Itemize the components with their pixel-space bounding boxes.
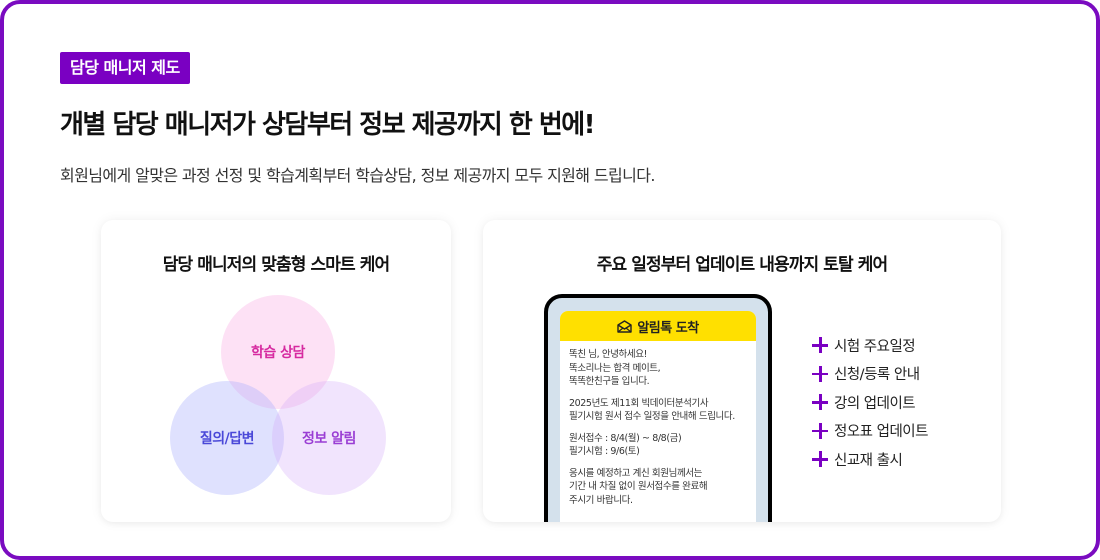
card-title: 주요 일정부터 업데이트 내용까지 토탈 케어: [596, 255, 888, 275]
message-paragraph: 원서접수 : 8/4(월) ~ 8/8(금) 필기시험 : 9/6(토): [569, 432, 747, 459]
checklist-label: 신청/등록 안내: [834, 367, 920, 384]
venn-circle-counseling: 학습 상담: [221, 295, 335, 409]
checklist-item: 신교재 출시: [812, 445, 928, 474]
message-line: 원서접수 : 8/4(월) ~ 8/8(금): [569, 432, 682, 444]
venn-circle-qna: 질의/답변: [170, 381, 284, 495]
checklist-item: 강의 업데이트: [812, 388, 928, 417]
checklist-label: 강의 업데이트: [834, 395, 916, 412]
section-badge: 담당 매니저 제도: [60, 52, 190, 84]
page-title: 개별 담당 매니저가 상담부터 정보 제공까지 한 번에!: [60, 110, 596, 140]
phone-mockup: 알림톡 도착 똑친 님, 안녕하세요! 똑소리나는 합격 메이트, 똑똑한친구들…: [544, 294, 772, 522]
message-body: 똑친 님, 안녕하세요! 똑소리나는 합격 메이트, 똑똑한친구들 입니다. 2…: [560, 341, 756, 507]
venn-circle-info-alert: 정보 알림: [272, 381, 386, 495]
smart-care-card: 담당 매니저의 맞춤형 스마트 케어 학습 상담 질의/답변 정보 알림: [101, 220, 451, 522]
message-line: 똑소리나는 합격 메이트,: [569, 362, 661, 374]
alimtalk-message: 알림톡 도착 똑친 님, 안녕하세요! 똑소리나는 합격 메이트, 똑똑한친구들…: [560, 311, 756, 522]
card-title: 담당 매니저의 맞춤형 스마트 케어: [162, 255, 390, 275]
plus-icon: [812, 451, 828, 468]
checklist-label: 신교재 출시: [834, 452, 903, 469]
plus-icon: [812, 394, 828, 411]
message-paragraph: 응시를 예정하고 계신 회원님께서는 기간 내 차질 없이 원서접수를 완료해 …: [569, 467, 747, 508]
page-subtitle: 회원님에게 알맞은 과정 선정 및 학습계획부터 학습상담, 정보 제공까지 모…: [60, 166, 655, 185]
message-line: 똑친 님, 안녕하세요!: [569, 349, 647, 360]
checklist-item: 정오표 업데이트: [812, 417, 929, 446]
circle-label: 질의/답변: [199, 431, 255, 447]
message-header-text: 알림톡 도착: [637, 320, 699, 336]
plus-icon: [812, 422, 828, 439]
message-header: 알림톡 도착: [560, 311, 756, 341]
circle-label: 학습 상담: [251, 345, 305, 361]
message-line: 주시기 바랍니다.: [569, 494, 633, 506]
checklist-label: 정오표 업데이트: [834, 424, 929, 441]
message-line: 필기시험 : 9/6(토): [569, 446, 640, 457]
envelope-open-icon: [617, 319, 633, 333]
message-paragraph: 2025년도 제11회 빅데이터분석기사 필기시험 원서 접수 일정을 안내해 …: [569, 397, 747, 424]
message-line: 응시를 예정하고 계신 회원님께서는: [569, 467, 702, 479]
plus-icon: [812, 337, 828, 354]
checklist-label: 시험 주요일정: [834, 338, 916, 355]
message-line: 필기시험 원서 접수 일정을 안내해 드립니다.: [569, 411, 735, 422]
total-care-card: 주요 일정부터 업데이트 내용까지 토탈 케어 알림톡 도착 똑친 님, 안녕하…: [483, 220, 1001, 522]
message-line: 2025년도 제11회 빅데이터분석기사: [569, 397, 709, 409]
message-line: 똑똑한친구들 입니다.: [569, 376, 650, 387]
message-line: 기간 내 차질 없이 원서접수를 완료해: [569, 481, 708, 492]
message-paragraph: 똑친 님, 안녕하세요! 똑소리나는 합격 메이트, 똑똑한친구들 입니다.: [569, 348, 747, 389]
checklist-item: 시험 주요일정: [812, 331, 928, 360]
care-checklist: 시험 주요일정 신청/등록 안내 강의 업데이트 정오표 업데이트 신교재 출시: [812, 331, 929, 474]
plus-icon: [812, 365, 828, 382]
circle-label: 정보 알림: [302, 431, 356, 447]
checklist-item: 신청/등록 안내: [812, 360, 928, 389]
